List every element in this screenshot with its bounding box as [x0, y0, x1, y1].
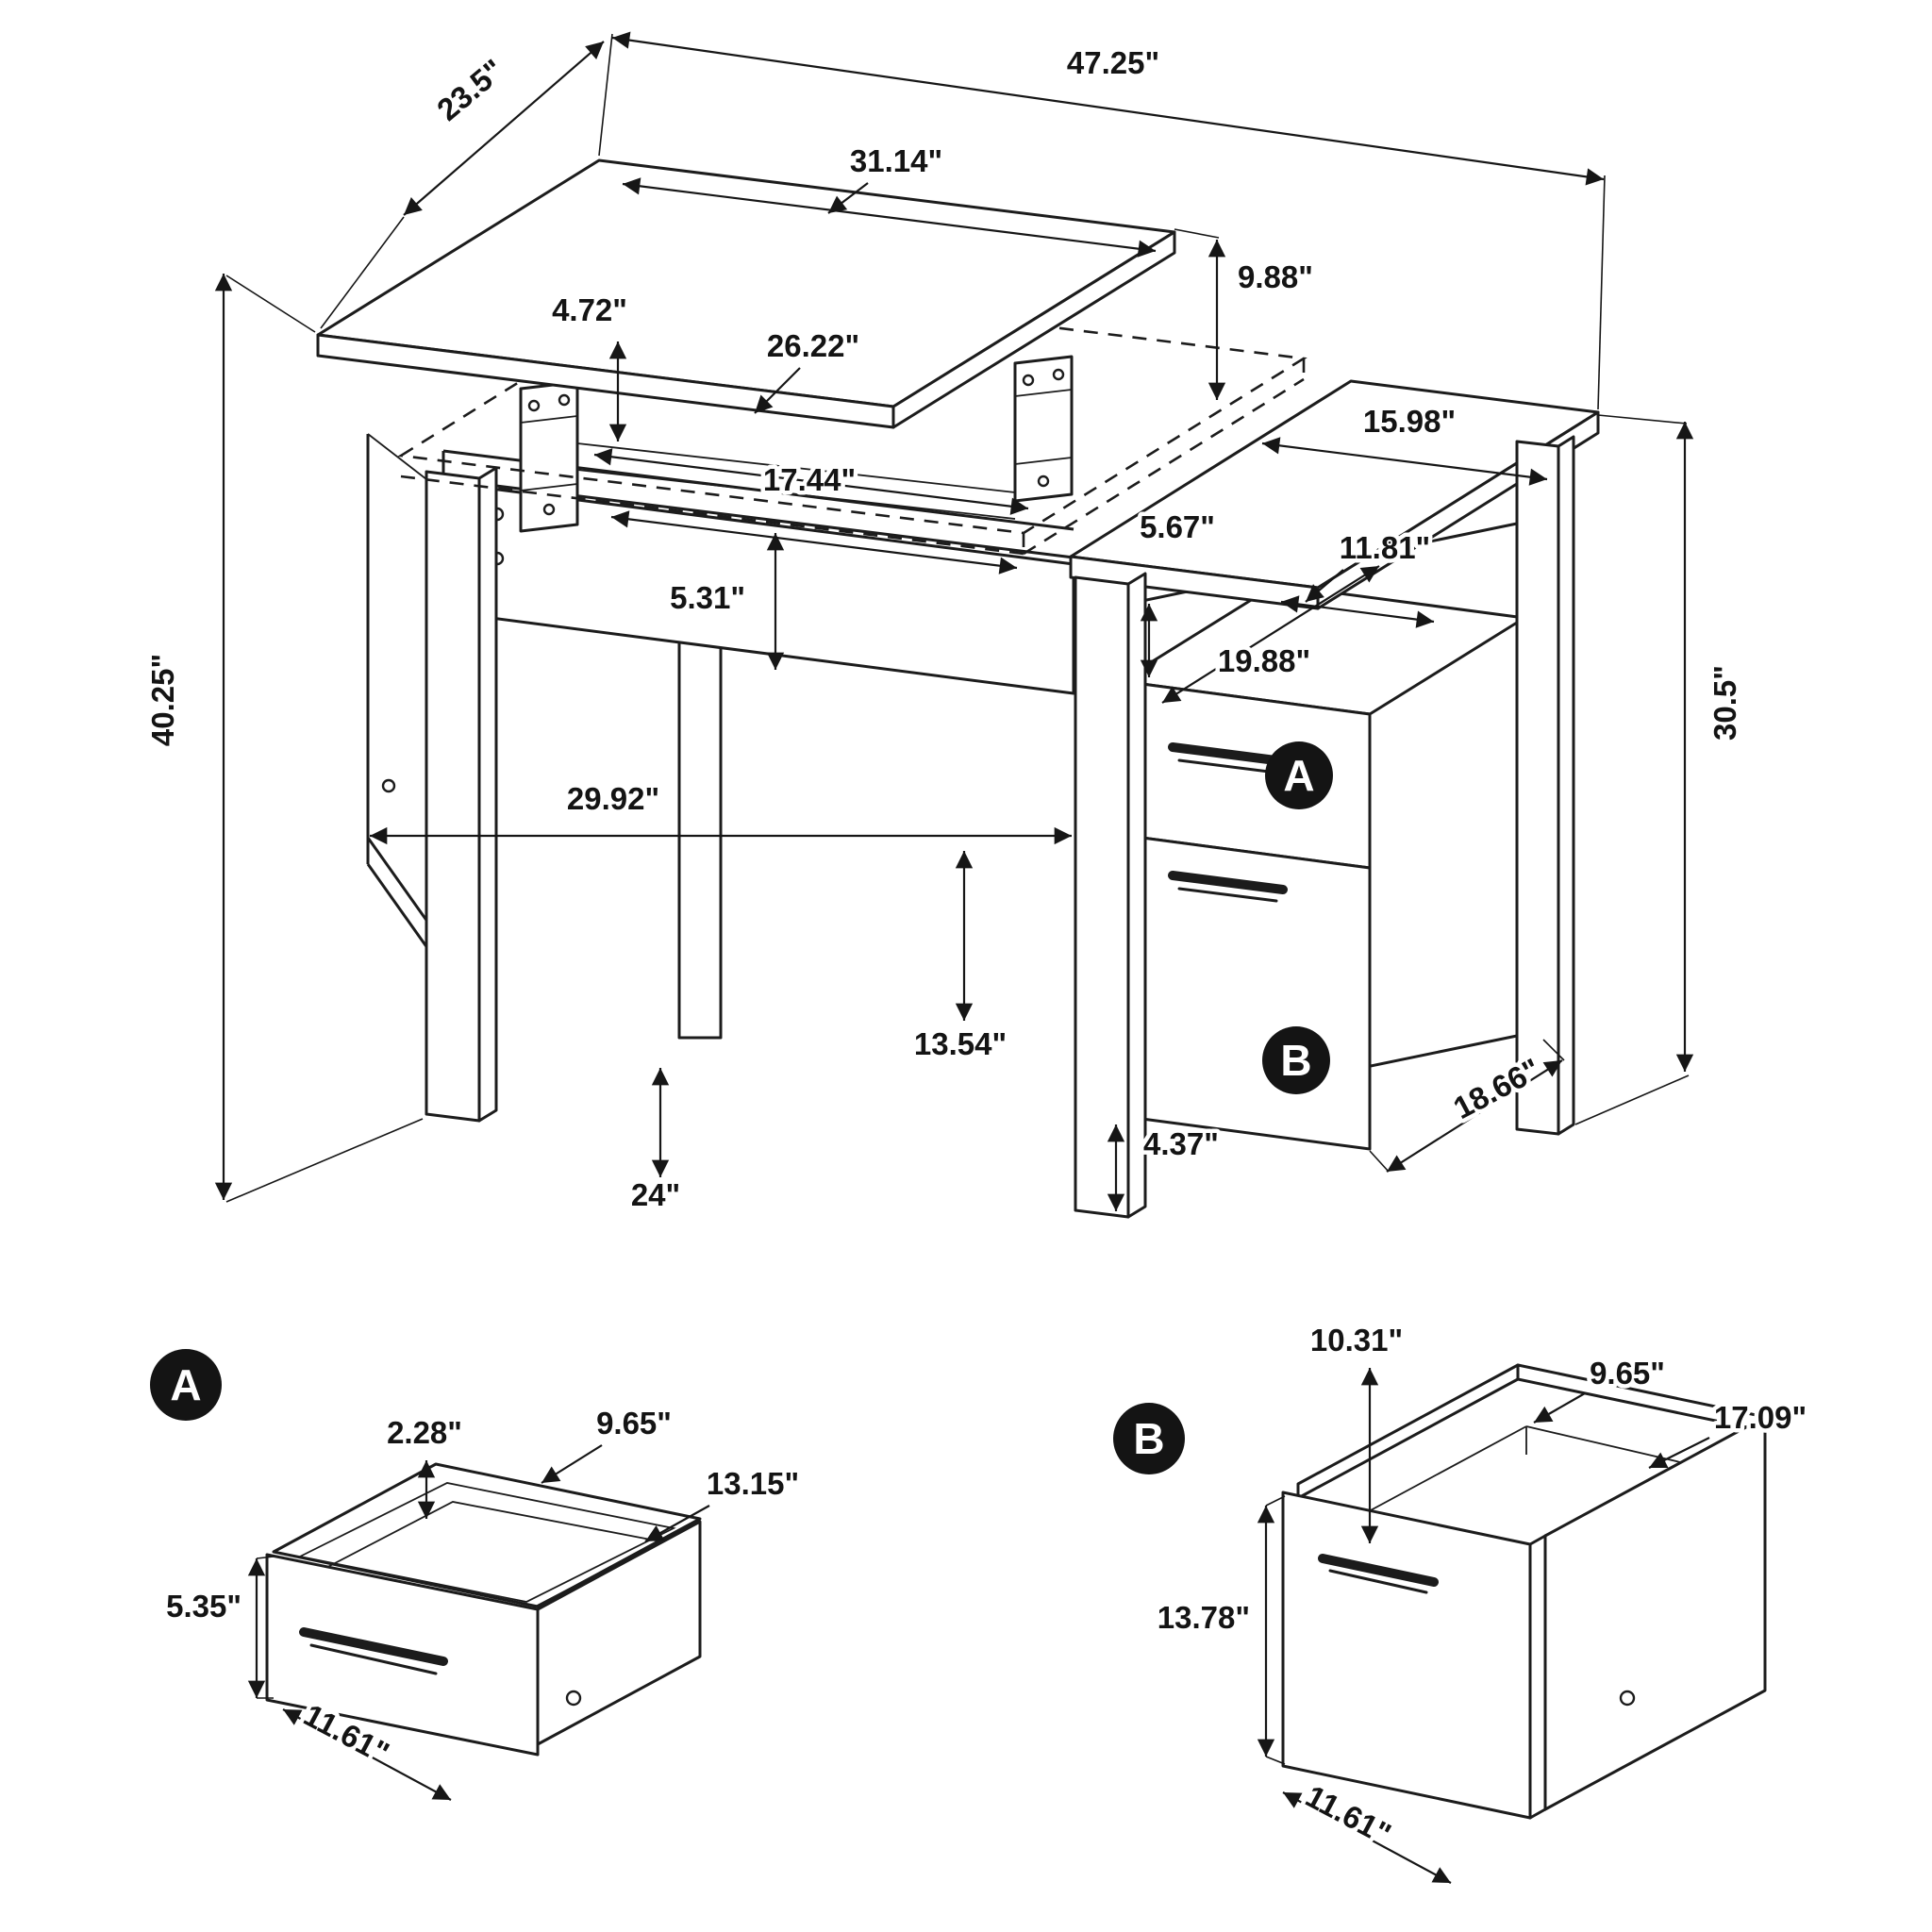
detail-a-badge — [150, 1349, 222, 1421]
cabinet-top-depth-label: 19.88" — [1218, 643, 1310, 678]
detail-b-front-panel — [1281, 1491, 1532, 1820]
dim-cabinet-top-depth — [1161, 565, 1380, 704]
knee-space-width-label: 29.92" — [567, 781, 659, 816]
drawer-b-badge-letter: B — [1280, 1036, 1311, 1085]
detail-b-drawer — [1281, 1363, 1767, 1820]
drawer-a-handle — [1168, 742, 1288, 766]
detail-b-left-rim — [1296, 1363, 1520, 1500]
b-inner-depth-label: 9.65" — [1590, 1356, 1665, 1391]
b-inner-width-label: 17.09" — [1714, 1400, 1807, 1435]
b-inner-height-label: 10.31" — [1310, 1323, 1403, 1357]
dim-a-drawer-depth — [282, 1708, 452, 1801]
leg-height-label: 24" — [631, 1177, 680, 1212]
dim-lift-top-width — [622, 177, 1157, 258]
cabinet-top-width-label: 11.81" — [1340, 530, 1430, 565]
detail-b-dimensions: 10.31" 9.65" 17.09" 13.78" 11.61" — [1153, 1319, 1811, 1884]
dim-overall-width — [611, 31, 1605, 186]
detail-a-badge-letter: A — [170, 1360, 201, 1409]
a-front-height-label: 5.35" — [166, 1589, 242, 1624]
b-drawer-depth-label: 11.61" — [1300, 1778, 1396, 1852]
detail-b-handle — [1318, 1554, 1439, 1587]
dim-right-top-width — [1261, 437, 1548, 486]
b-front-height-label: 13.78" — [1158, 1600, 1250, 1635]
right-top-width-label: 15.98" — [1363, 404, 1456, 439]
mechanism-height-label: 4.72" — [552, 292, 627, 327]
dim-frame-opening-width — [610, 510, 1018, 575]
detail-a-drawer — [265, 1462, 702, 1757]
back-right-leg — [1515, 435, 1575, 1136]
dim-side-depth — [1386, 1059, 1563, 1173]
detail-b-view: B 10.31" 9.65" 17.09" 13.78" — [1113, 1319, 1811, 1884]
knee-space-height-label: 13.54" — [914, 1026, 1007, 1061]
dim-b-drawer-depth — [1282, 1791, 1452, 1884]
front-left-leg — [425, 466, 498, 1123]
top-to-cabinet-gap-label: 5.67" — [1140, 509, 1215, 544]
lift-raise-height-label: 9.88" — [1238, 259, 1313, 294]
detail-a-dimensions: 2.28" 9.65" 13.15" 5.35" 11.61" — [162, 1402, 804, 1801]
front-right-leg — [1074, 572, 1147, 1219]
dim-top-depth — [403, 41, 605, 216]
overall-height-label: 40.25" — [145, 654, 180, 746]
a-wall-thickness-label: 2.28" — [387, 1415, 462, 1450]
apron-height-label: 5.31" — [670, 580, 745, 615]
a-inner-width-label: 13.15" — [707, 1466, 799, 1501]
lift-top-width-label: 31.14" — [850, 143, 942, 178]
main-desk-view: A B — [142, 31, 1747, 1219]
detail-a-handle — [299, 1627, 448, 1666]
a-inner-depth-label: 9.65" — [596, 1406, 672, 1441]
detail-b-front-edge — [1528, 1534, 1547, 1820]
detail-a-view: A 2.28" 9.65" 13.15" 5.35" 11.61" — [150, 1349, 804, 1801]
detail-b-side-wall — [1543, 1415, 1767, 1811]
drawer-b-handle — [1168, 871, 1288, 894]
detail-a-rim-inner — [297, 1482, 676, 1603]
top-depth-label: 23.5" — [430, 52, 510, 127]
detail-b-badge-letter: B — [1133, 1414, 1164, 1463]
detail-b-badge — [1113, 1403, 1185, 1474]
overall-width-label: 47.25" — [1067, 45, 1159, 80]
inner-frame-width-label: 26.22" — [767, 328, 859, 363]
drawer-a-badge-letter: A — [1283, 751, 1314, 800]
drawer-a-badge — [1265, 741, 1333, 809]
toe-clearance-label: 4.37" — [1143, 1126, 1219, 1161]
desk-height-label: 30.5" — [1707, 665, 1742, 741]
dim-inner-frame-width — [593, 448, 1029, 515]
detail-a-rim-outer — [272, 1462, 702, 1608]
frame-opening-width-label: 17.44" — [763, 462, 856, 497]
drawer-b-badge — [1262, 1026, 1330, 1094]
